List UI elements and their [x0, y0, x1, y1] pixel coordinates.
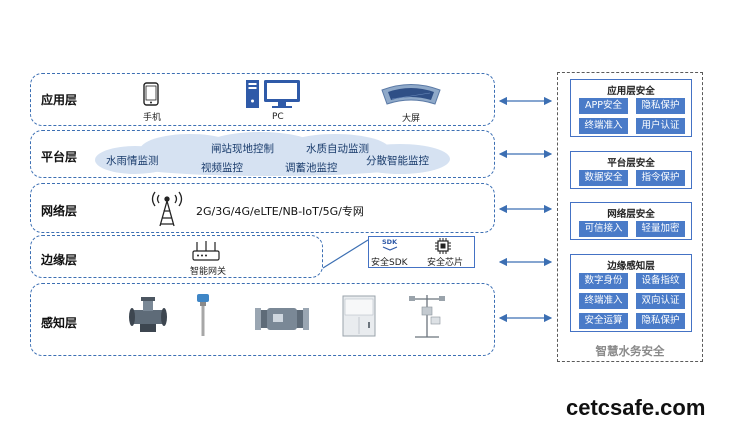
big-screen-label: 大屏	[402, 114, 421, 124]
network-protocols: 2G/3G/4G/eLTE/NB-IoT/5G/专网	[196, 205, 364, 218]
chip-data-security: 数据安全	[579, 170, 628, 186]
chip-lightweight-encryption: 轻量加密	[636, 221, 685, 237]
security-group-network-title: 网络层安全	[607, 209, 655, 220]
chip-icon	[435, 238, 451, 254]
electromagnetic-flowmeter-icon	[255, 308, 309, 330]
weather-station-icon	[409, 295, 445, 338]
chip-app-terminal-access: 终端准入	[579, 118, 628, 134]
network-layer-title: 网络层	[41, 204, 78, 218]
edge-layer-title: 边缘层	[41, 253, 78, 267]
chip-mutual-auth: 双向认证	[636, 293, 685, 309]
chip-digital-identity: 数字身份	[579, 273, 628, 289]
edge-security-box	[368, 236, 475, 268]
gateway-label: 智能网关	[190, 267, 227, 277]
security-group-app: 应用层安全 APP安全 隐私保护 终端准入 用户认证	[570, 79, 692, 137]
chip-device-fingerprint: 设备指纹	[636, 273, 685, 289]
phone-label: 手机	[143, 113, 162, 123]
cloud-icon	[95, 132, 450, 176]
platform-layer-title: 平台层	[41, 150, 78, 164]
security-group-network: 网络层安全 可信接入 轻量加密	[570, 202, 692, 240]
pc-label: PC	[272, 112, 284, 122]
analyzer-cabinet-icon	[342, 295, 376, 337]
phone-icon	[143, 82, 159, 106]
chip-trusted-access: 可信接入	[579, 221, 628, 237]
edge-layer	[30, 235, 323, 278]
chip-edge-privacy: 隐私保护	[636, 313, 685, 329]
platform-item-storage-pool: 调蓄池监控	[285, 162, 338, 174]
platform-item-rain-monitor: 水雨情监测	[106, 155, 159, 167]
chip-label: 安全芯片	[427, 258, 464, 268]
security-panel-footer: 智慧水务安全	[595, 344, 665, 358]
perception-layer-title: 感知层	[41, 316, 78, 330]
big-screen-icon	[381, 84, 441, 105]
security-group-edge-title: 边缘感知层	[607, 261, 655, 272]
flow-meter-icon	[129, 297, 167, 332]
signal-tower-icon	[151, 191, 183, 227]
chip-app-user-auth: 用户认证	[636, 118, 685, 134]
gateway-icon	[192, 241, 220, 261]
platform-item-gate-control: 闸站现地控制	[211, 143, 274, 155]
sdk-icon: SDK	[382, 239, 398, 251]
chip-app-security: APP安全	[579, 98, 628, 114]
chip-command-protection: 指令保护	[636, 170, 685, 186]
chip-app-privacy: 隐私保护	[636, 98, 685, 114]
security-group-platform: 平台层安全 数据安全 指令保护	[570, 151, 692, 189]
watermark: cetcsafe.com	[566, 395, 706, 420]
security-group-app-title: 应用层安全	[607, 86, 655, 97]
perception-layer	[30, 283, 495, 356]
platform-layer	[30, 130, 495, 178]
security-panel	[557, 72, 703, 362]
platform-item-distributed: 分散智能监控	[366, 155, 429, 167]
chip-edge-terminal-access: 终端准入	[579, 293, 628, 309]
platform-item-water-quality: 水质自动监测	[306, 143, 369, 155]
sdk-label: 安全SDK	[371, 258, 408, 268]
chip-secure-compute: 安全运算	[579, 313, 628, 329]
platform-item-video: 视频监控	[201, 162, 243, 174]
app-layer	[30, 73, 495, 126]
app-layer-title: 应用层	[41, 93, 78, 107]
sdk-icon-text: SDK	[382, 238, 398, 246]
security-group-edge-perception: 边缘感知层 数字身份 设备指纹 终端准入 双向认证 安全运算 隐私保护	[570, 254, 692, 332]
pc-icon	[246, 80, 300, 108]
edge-sdk-connector	[322, 239, 369, 269]
network-layer	[30, 183, 495, 233]
level-sensor-icon	[197, 294, 209, 336]
security-group-platform-title: 平台层安全	[607, 158, 655, 169]
